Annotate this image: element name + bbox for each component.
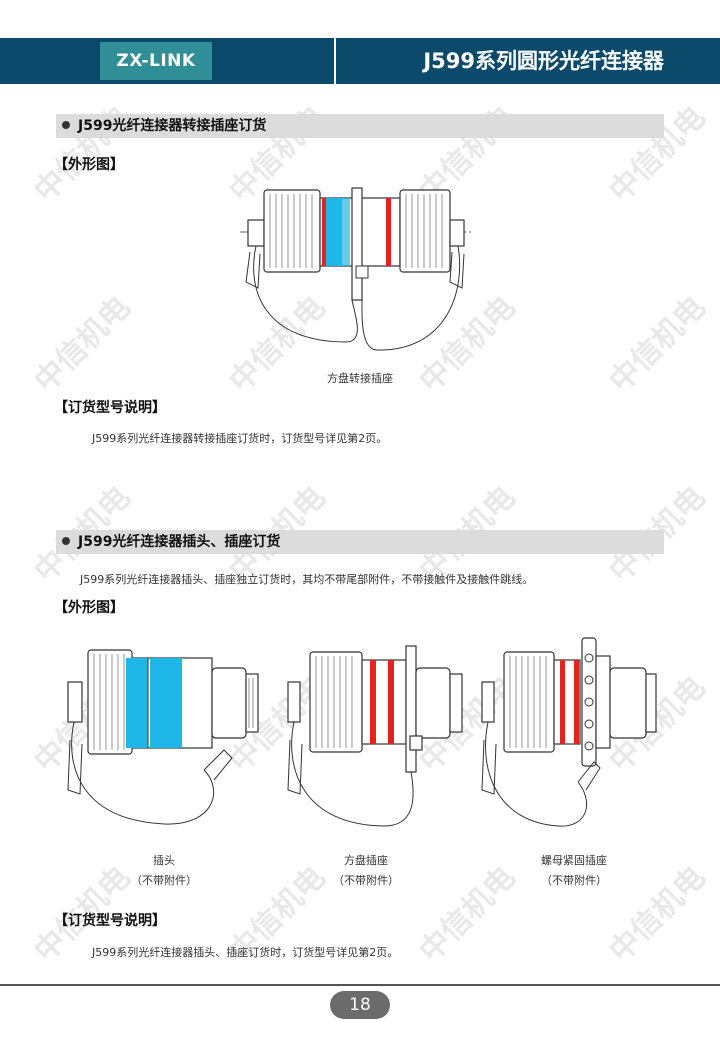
watermark: 中信机电 [27,289,138,400]
watermark: 中信机电 [602,289,713,400]
bullet-icon [62,121,70,129]
section-2-title: J599光纤连接器插头、插座订货 [78,534,281,550]
square-flange-caption: 方盘插座 [344,854,388,867]
section-2-outline-heading: 【外形图】 [54,600,124,616]
plug-note: （不带附件） [131,874,197,887]
watermark: 中信机电 [602,99,713,210]
section-1-title: J599光纤连接器转接插座订货 [78,118,267,134]
adapter-receptacle-drawing [240,187,472,351]
adapter-figure-caption: 方盘转接插座 [327,372,393,385]
square-flange-note: （不带附件） [333,874,399,887]
watermark: 中信机电 [27,99,138,210]
jam-nut-note: （不带附件） [541,874,607,887]
section-2-title-bar: J599光纤连接器插头、插座订货 [56,530,664,554]
jam-nut-receptacle-drawing [481,637,657,827]
footer-divider [0,984,720,986]
section-2-order-text: J599系列光纤连接器插头、插座订货时，订货型号详见第2页。 [92,946,399,959]
section-1-order-text: J599系列光纤连接器转接插座订货时，订货型号详见第2页。 [92,432,388,445]
plug-drawing [67,649,259,825]
bullet-icon [62,537,70,545]
section-2-order-heading: 【订货型号说明】 [54,913,166,929]
section-1-outline-heading: 【外形图】 [54,157,124,173]
square-flange-receptacle-drawing [287,645,463,827]
page-title: J599系列圆形光纤连接器 [423,49,664,73]
section-1-title-bar: J599光纤连接器转接插座订货 [56,114,664,138]
jam-nut-caption: 螺母紧固插座 [541,854,607,867]
section-1-order-heading: 【订货型号说明】 [54,400,166,416]
plug-caption: 插头 [153,854,175,867]
page-number: 18 [330,991,390,1019]
header-divider [334,38,336,84]
section-2-intro: J599系列光纤连接器插头、插座独立订货时，其均不带尾部附件，不带接触件及接触件… [80,573,534,586]
brand-logo: ZX-LINK [100,42,212,80]
